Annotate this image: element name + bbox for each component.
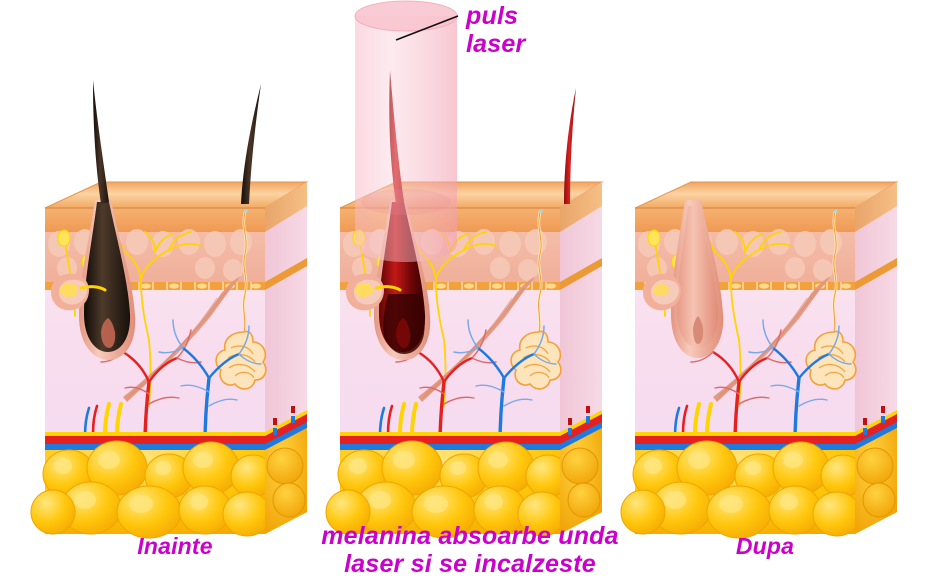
skin-block-before [29, 180, 309, 540]
panel-after [619, 180, 899, 540]
caption-before: Inainte [137, 533, 213, 559]
hair-follicle-before [51, 200, 136, 360]
skin-block-after [619, 180, 899, 540]
panel-before [29, 80, 309, 540]
hair-follicle-after [643, 200, 724, 358]
caption-center: melanina absoarbe unda laser si se incal… [321, 522, 619, 578]
laser-pulse-beam [354, 0, 458, 262]
caption-after: Dupa [735, 533, 795, 559]
panel-during [324, 0, 604, 540]
caption-laser-pulse: puls laser [466, 2, 526, 58]
hair-shaft-1-before [93, 80, 109, 204]
hair-shaft-2-during [564, 88, 576, 204]
hair-shaft-2-before [241, 84, 261, 204]
